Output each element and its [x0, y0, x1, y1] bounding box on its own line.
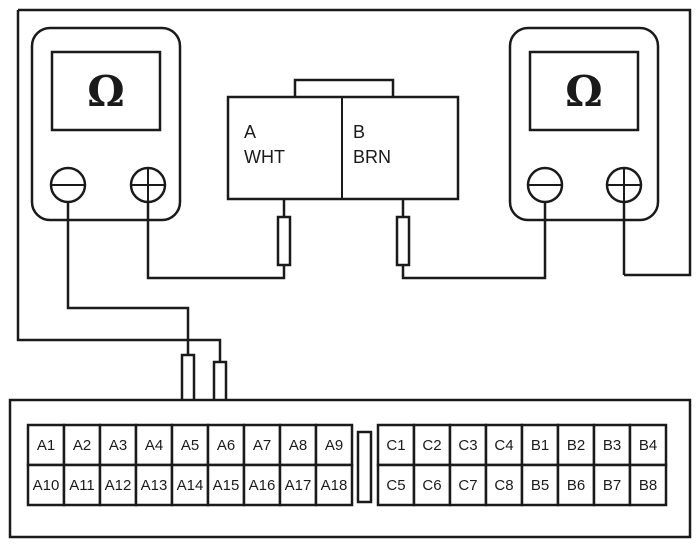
ecu-pin-label: A11: [69, 477, 95, 494]
ecu-pin-label: A1: [37, 437, 55, 454]
ecu-pin-label: B3: [603, 437, 621, 454]
ecu-pin-label: A7: [253, 437, 271, 454]
ecu-pin-cell[interactable]: [242, 463, 282, 507]
left-multimeter: Ω: [30, 26, 182, 222]
ecu-pin-label: A3: [109, 437, 127, 454]
probe-ecu-a5[interactable]: [180, 353, 196, 405]
ecu-pin-label: B2: [567, 437, 585, 454]
ecu-pin-label: B6: [567, 477, 585, 494]
outer-wire-left: [16, 10, 222, 362]
sensor-connector: A WHT B BRN: [226, 78, 460, 201]
ecu-pin-cell[interactable]: [376, 463, 416, 507]
ecu-pin-label: A8: [289, 437, 307, 454]
ecu-pin-label: C6: [422, 477, 441, 494]
ecu-pin-label: A6: [217, 437, 235, 454]
ecu-pin-label: A9: [325, 437, 343, 454]
ecu-pin-label: B1: [531, 437, 549, 454]
ecu-pin-label: A18: [321, 477, 348, 494]
ecu-pin-label: C8: [494, 477, 513, 494]
ecu-pin-label: B8: [639, 477, 657, 494]
ecu-pin-label: C2: [422, 437, 441, 454]
wire-probe-a-to-left-plus: [146, 202, 286, 280]
connector-terminal-a-label: A: [244, 122, 256, 142]
ecu-pin-label: A15: [213, 477, 240, 494]
ecu-pin-label: B7: [603, 477, 621, 494]
right-meter-display: [528, 50, 640, 132]
ecu-pin-label: A16: [249, 477, 276, 494]
ecu-connector-key: [356, 430, 373, 504]
right-multimeter: Ω: [508, 26, 660, 222]
left-meter-display: [50, 50, 162, 132]
ecu-pin-cell[interactable]: [556, 463, 596, 507]
ecu-pin-label: C1: [386, 437, 405, 454]
connector-latch: [293, 78, 395, 100]
ecu-pin-label: A10: [33, 477, 60, 494]
ecu-pin-label: A2: [73, 437, 91, 454]
ecu-pin-label: A12: [105, 477, 132, 494]
connector-terminal-a-color: WHT: [244, 147, 285, 167]
connector-terminal-b-color: BRN: [353, 147, 391, 167]
ecu-pin-cell[interactable]: [520, 463, 560, 507]
ecu-pin-cell[interactable]: [412, 463, 452, 507]
ecu-pin-label: C7: [458, 477, 477, 494]
ecu-pin-label: C5: [386, 477, 405, 494]
ecu-pin-label: A13: [141, 477, 168, 494]
ecu-pin-label: B4: [639, 437, 657, 454]
probe-terminal-b[interactable]: [395, 215, 411, 267]
ecu-pin-label: A5: [181, 437, 199, 454]
ecu-pin-cell[interactable]: [314, 463, 354, 507]
ecu-pin-label: C4: [494, 437, 513, 454]
ecu-pin-label: C3: [458, 437, 477, 454]
connector-terminal-b-label: B: [353, 122, 365, 142]
probe-terminal-a[interactable]: [276, 215, 292, 267]
ecu-pin-cell[interactable]: [628, 463, 668, 507]
ecu-pin-label: A4: [145, 437, 163, 454]
wire-left-minus-to-ecu: [66, 202, 190, 355]
ecu-pin-cell[interactable]: [592, 423, 632, 467]
ecu-pin-cell[interactable]: [170, 463, 210, 507]
wire-probe-b-to-right-minus: [401, 202, 547, 280]
ecu-pin-cell[interactable]: [242, 423, 282, 467]
left-meter-ohm-symbol: Ω: [87, 67, 124, 116]
ecu-pin-cell[interactable]: [314, 423, 354, 467]
ecu-pin-label: B5: [531, 477, 549, 494]
ecu-pin-label: A14: [177, 477, 204, 494]
outer-wire-frame: [18, 8, 692, 277]
ecu-pin-label: A17: [285, 477, 312, 494]
ecu-pin-cell[interactable]: [520, 423, 560, 467]
right-meter-ohm-symbol: Ω: [565, 67, 602, 116]
